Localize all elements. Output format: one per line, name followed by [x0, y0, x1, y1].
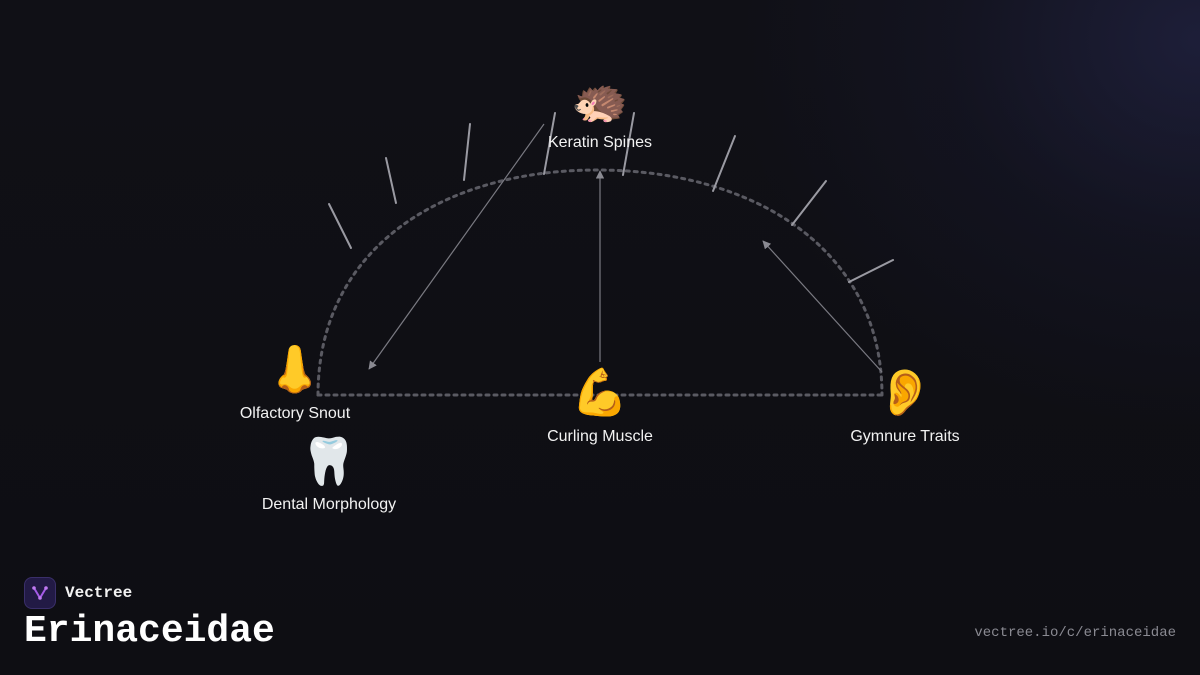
spine	[848, 259, 894, 283]
brand[interactable]: Vectree	[24, 577, 132, 609]
node-label: Curling Muscle	[547, 428, 653, 445]
node-gymnure-traits[interactable]: 👂 Gymnure Traits	[850, 365, 959, 445]
node-label: Dental Morphology	[262, 496, 396, 513]
node-keratin-spines[interactable]: 🦔 Keratin Spines	[548, 73, 652, 151]
brand-name: Vectree	[65, 584, 133, 602]
node-olfactory-snout[interactable]: 👃 Olfactory Snout	[240, 342, 351, 422]
spine	[463, 123, 471, 181]
edges	[368, 123, 883, 373]
spine	[622, 112, 635, 176]
page-url[interactable]: vectree.io/c/erinaceidae	[974, 625, 1176, 641]
spine	[328, 203, 352, 249]
tooth-icon: 🦷	[300, 434, 357, 488]
flexed-biceps-icon: 💪	[571, 365, 628, 419]
node-label: Olfactory Snout	[240, 405, 351, 422]
spine	[791, 180, 827, 226]
node-label: Gymnure Traits	[850, 428, 959, 445]
node-curling-muscle[interactable]: 💪 Curling Muscle	[547, 365, 653, 445]
dome-outline	[316, 168, 884, 397]
spine	[543, 112, 556, 175]
edge-gymnure-traits-to-keratin-spines	[762, 240, 883, 373]
spine	[712, 135, 736, 192]
ear-icon: 👂	[876, 365, 933, 419]
hedgehog-icon: 🦔	[571, 73, 628, 127]
spines	[328, 112, 894, 283]
nose-icon: 👃	[266, 342, 323, 396]
node-label: Keratin Spines	[548, 134, 652, 151]
edge-keratin-spines-to-olfactory-snout	[368, 123, 545, 370]
node-dental-morphology[interactable]: 🦷 Dental Morphology	[262, 434, 396, 513]
spine	[385, 157, 397, 204]
page-title: Erinaceidae	[24, 610, 275, 653]
vectree-logo-icon	[24, 577, 56, 609]
